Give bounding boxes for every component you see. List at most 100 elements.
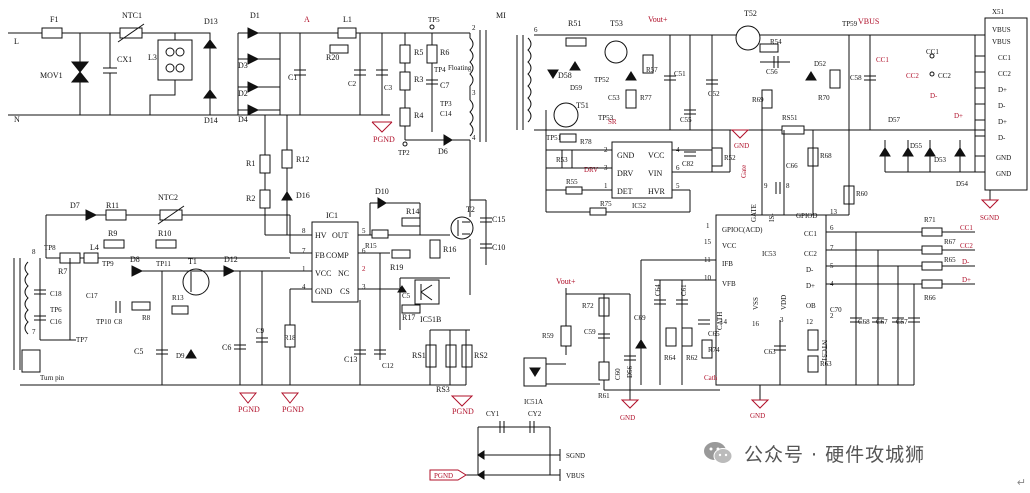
c10-label: C10 bbox=[492, 243, 505, 252]
resistor-r52 bbox=[711, 147, 723, 167]
t1-label: T1 bbox=[188, 257, 197, 266]
d6-label: D6 bbox=[438, 147, 448, 156]
ic53-pin-cath: CATH bbox=[716, 312, 724, 330]
c67-label: C67 bbox=[876, 318, 888, 326]
ic1-label: IC1 bbox=[326, 211, 338, 220]
c3-label: C3 bbox=[384, 84, 393, 92]
resistor-r64 bbox=[665, 327, 677, 347]
usb-cc2-tp: CC2 bbox=[938, 72, 951, 80]
tp51-label: TP51 bbox=[546, 134, 562, 142]
r4-label: R4 bbox=[414, 111, 423, 120]
r64-label: R64 bbox=[664, 354, 676, 362]
ic1-pin-fb: FB bbox=[315, 251, 325, 260]
d57-label: D57 bbox=[888, 116, 901, 124]
feedback-block: Vout+ R59 R72 C59 R61 IC51A C60 D56 C69 … bbox=[523, 259, 720, 422]
resistor-r12 bbox=[281, 149, 293, 169]
usb-cc1-tp: CC1 bbox=[926, 48, 939, 56]
ic1-n7: 7 bbox=[302, 247, 306, 255]
ic1-n2: 2 bbox=[362, 265, 366, 273]
tvs-d55 bbox=[902, 147, 914, 157]
ac-input: L N F1 MOV1 CX1 NTC1 L3 bbox=[8, 11, 300, 124]
fuse-label: F1 bbox=[50, 15, 58, 24]
secondary-rectifier: R51 T53 Vout+ D58 D59 TP52 R57 R77 C53 T… bbox=[534, 9, 985, 174]
c60-label: C60 bbox=[614, 368, 622, 380]
usb-pin-vbus-1: VBUS bbox=[992, 26, 1011, 34]
ic53-pin-vfb: VFB bbox=[722, 280, 736, 288]
c65-label: C65 bbox=[708, 330, 720, 338]
ic53-n2: 2 bbox=[830, 312, 834, 320]
c57-label: C57 bbox=[896, 318, 908, 326]
d3-label: D3 bbox=[238, 61, 248, 70]
startup-resistors: R1 R2 R12 D16 bbox=[246, 115, 312, 236]
r17-label: R17 bbox=[402, 313, 415, 322]
resistor-r75 bbox=[589, 207, 607, 216]
zener-d52 bbox=[805, 71, 817, 81]
gate-net-label: Gate bbox=[740, 165, 748, 178]
pgnd-label-5: PGND bbox=[434, 472, 453, 480]
r74-label: R74 bbox=[708, 346, 720, 354]
choke-l3 bbox=[157, 39, 193, 81]
resistor-r10 bbox=[155, 239, 177, 249]
r3-label: R3 bbox=[414, 75, 423, 84]
usb-pin-cc1: CC1 bbox=[998, 54, 1011, 62]
d16-label: D16 bbox=[296, 191, 310, 200]
ntc51-thermistor bbox=[807, 329, 819, 351]
ic53-pin-gpiod: GPIOD bbox=[796, 212, 817, 220]
cc1-net-label: CC1 bbox=[960, 224, 973, 232]
pgnd-label-1: PGND bbox=[373, 135, 395, 144]
ic52-pin-det: DET bbox=[617, 187, 633, 196]
resistor-r11 bbox=[105, 209, 127, 221]
r77-label: R77 bbox=[640, 94, 652, 102]
ic53-pin-cc1: CC1 bbox=[804, 230, 817, 238]
t51-label: T51 bbox=[576, 101, 589, 110]
usb-dm-net: D- bbox=[930, 92, 938, 100]
ic1-pin-out: OUT bbox=[332, 231, 349, 240]
c17-label: C17 bbox=[86, 292, 98, 300]
gnd-label-3: GND bbox=[620, 414, 635, 422]
ic1-n1: 1 bbox=[302, 265, 306, 273]
c14-label: C14 bbox=[440, 110, 452, 118]
tvs-d57 bbox=[879, 147, 891, 157]
usb-connector: X51 VBUS VBUS CC1 CC2 D+ D- D+ D- GND GN… bbox=[876, 8, 1028, 222]
c1-label: C1 bbox=[288, 73, 297, 82]
c59-label: C59 bbox=[584, 328, 596, 336]
usb-pin-gnd-1: GND bbox=[996, 154, 1011, 162]
r2-label: R2 bbox=[246, 194, 255, 203]
rs1-label: RS1 bbox=[412, 351, 426, 360]
r69-label: R69 bbox=[752, 96, 764, 104]
d10-label: D10 bbox=[375, 187, 389, 196]
ic1-pin-cs: CS bbox=[340, 287, 350, 296]
watermark-text: 公众号 · 硬件攻城狮 bbox=[744, 444, 926, 466]
d52-label: D52 bbox=[814, 60, 827, 68]
r75-label: R75 bbox=[600, 200, 612, 208]
ic1-pin-hv: HV bbox=[315, 231, 327, 240]
resistor-r71 bbox=[921, 227, 943, 237]
vout-label-top: Vout+ bbox=[648, 15, 668, 24]
usb-pin-dp-2: D+ bbox=[998, 118, 1007, 126]
c7-label: C7 bbox=[440, 81, 449, 90]
diode-d59 bbox=[569, 61, 581, 71]
c63-label: C63 bbox=[764, 348, 776, 356]
resistor-r69 bbox=[761, 89, 773, 109]
r8-label: R8 bbox=[142, 314, 151, 322]
resistor-rs3 bbox=[445, 344, 457, 368]
resistor-r15 bbox=[371, 229, 389, 239]
resistor-r70 bbox=[829, 69, 841, 89]
c16-label: C16 bbox=[50, 318, 62, 326]
t-pin-6: 6 bbox=[534, 26, 538, 34]
ic52-pin-vin: VIN bbox=[648, 169, 662, 178]
aux-supply: D7 R11 NTC2 TP8 R7 L4 TP9 R9 D8 R10 TP11… bbox=[13, 193, 291, 386]
resistor-r77 bbox=[625, 89, 637, 109]
r13-label: R13 bbox=[172, 294, 184, 302]
l1-label: L1 bbox=[343, 15, 352, 24]
c6-label: C6 bbox=[222, 343, 231, 352]
ic1-pin-gnd: GND bbox=[315, 287, 333, 296]
c12-label: C12 bbox=[382, 362, 394, 370]
d2-label: D2 bbox=[238, 89, 248, 98]
usb-cc2-net: CC2 bbox=[906, 72, 919, 80]
mov-varistor bbox=[70, 61, 90, 73]
ic52-sr-controller: IC52 GND DRV DET VCC VIN HVR 2 3 1 4 6 5… bbox=[545, 110, 736, 216]
ic53-pin-dp: D+ bbox=[806, 282, 815, 290]
t-pin-3: 3 bbox=[472, 89, 476, 97]
r53-label: R53 bbox=[556, 156, 568, 164]
